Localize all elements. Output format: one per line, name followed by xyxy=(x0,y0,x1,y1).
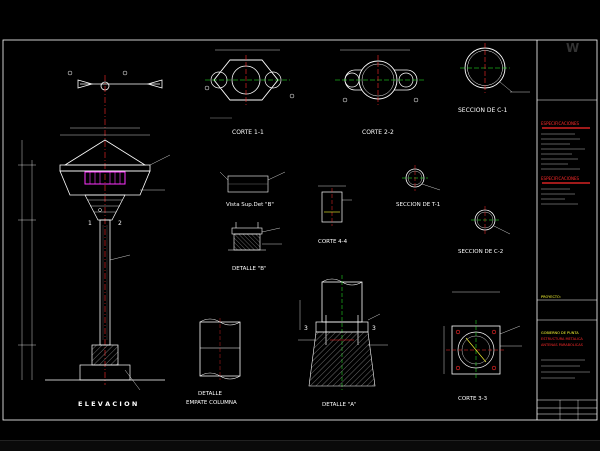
titleblock-project-label: PROYECTO: xyxy=(541,295,561,299)
corte-3-3-view xyxy=(443,291,522,380)
marker-cut-2: 2 xyxy=(118,220,122,227)
seccion-c2-view xyxy=(471,206,511,235)
marker-cut-1: 1 xyxy=(88,220,92,227)
titleblock-lines xyxy=(537,99,597,420)
corte-2-2-view xyxy=(335,49,425,105)
corte-4-4-view xyxy=(318,185,352,226)
titleblock-notes-heading: ESPECIFICACIONES xyxy=(541,176,580,181)
seccion-t1-view xyxy=(402,165,441,191)
label-elevacion: E L E V A C I O N xyxy=(78,400,137,408)
drawing-border xyxy=(2,39,598,421)
detalle-empate-view xyxy=(199,318,241,380)
label-seccion-c2: SECCION DE C-2 xyxy=(458,249,503,255)
label-seccion-t1: SECCION DE T-1 xyxy=(396,202,440,208)
label-vista-sup: Vista Sup.Det "B" xyxy=(226,202,274,208)
titleblock-line-3: ANTENAS PARABOLICAS xyxy=(541,343,584,347)
label-corte-1-1: CORTE 1-1 xyxy=(232,129,264,136)
label-detalle-empate-2: EMPATE COLUMNA xyxy=(186,400,237,406)
seccion-c1-view xyxy=(460,43,530,93)
label-corte-2-2: CORTE 2-2 xyxy=(362,129,394,136)
titleblock-watermark: W xyxy=(566,41,579,55)
titleblock-materials-heading: ESPECIFICACIONES xyxy=(541,121,580,126)
label-detalle-empate-1: DETALLE xyxy=(198,391,223,397)
elevation-view xyxy=(18,70,171,391)
label-detalle-b: DETALLE "B" xyxy=(232,266,267,272)
marker-cut-3-a: 3 xyxy=(304,325,308,332)
label-detalle-a: DETALLE "A" xyxy=(322,402,357,408)
titleblock-text-lines xyxy=(541,133,590,379)
label-seccion-c1: SECCION DE C-1 xyxy=(458,107,508,114)
vista-sup-view xyxy=(219,171,286,193)
label-corte-4-4: CORTE 4-4 xyxy=(318,239,348,245)
cad-command-bar xyxy=(0,440,600,451)
titleblock-line-2: ESTRUCTURA METALICA xyxy=(541,337,583,341)
titleblock-line-1: GOBIERNO DE PUNTA xyxy=(541,331,579,335)
detalle-b-view xyxy=(228,222,282,251)
label-corte-3-3: CORTE 3-3 xyxy=(458,396,488,402)
marker-cut-3-b: 3 xyxy=(372,325,376,332)
corte-1-1-view xyxy=(204,49,295,119)
detalle-a-view xyxy=(298,275,388,390)
